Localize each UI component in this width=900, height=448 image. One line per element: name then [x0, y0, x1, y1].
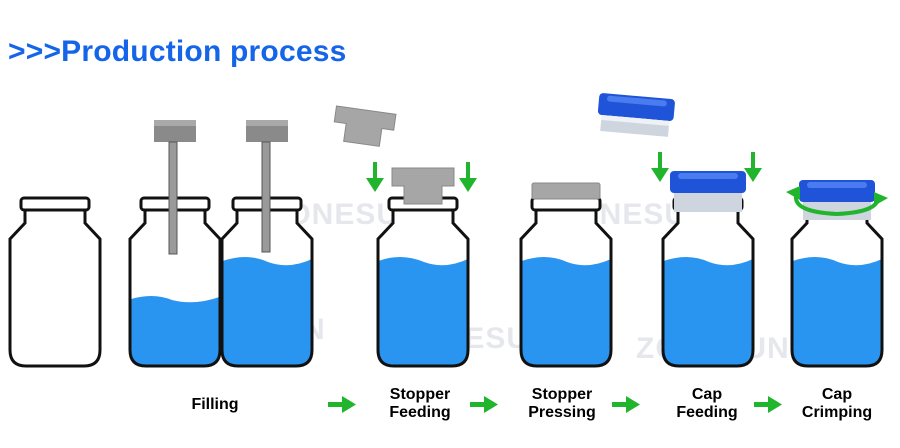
arrow-down-icon	[366, 162, 384, 192]
stopper-floating	[333, 105, 397, 147]
page-title: >>>Production process	[8, 35, 347, 68]
cap-crimping-vial	[790, 180, 884, 368]
filling-nozzle	[246, 120, 288, 253]
arrow-down-icon	[744, 152, 762, 182]
stopper-feeding-vial	[376, 167, 470, 368]
cap-floating	[597, 93, 675, 137]
filling-nozzle	[154, 120, 196, 255]
arrow-right-icon	[754, 396, 782, 413]
step-label-filling: Filling	[191, 396, 239, 413]
arrow-down-icon	[651, 152, 669, 182]
step-label-cap-crimping: Cap Crimping	[801, 386, 873, 421]
filling-vial-high	[220, 196, 314, 368]
arrow-right-icon	[612, 396, 640, 413]
step-label-cap-feeding: Cap Feeding	[676, 386, 738, 421]
rotate-arrow-icon	[786, 186, 888, 217]
stopper-pressing-vial	[519, 182, 613, 368]
step-label-stopper-pressing: Stopper Pressing	[528, 386, 596, 421]
arrow-down-icon	[459, 162, 477, 192]
arrow-right-icon	[470, 396, 498, 413]
arrow-right-icon	[328, 396, 356, 413]
filling-vial-low	[128, 196, 222, 368]
cap-feeding-vial	[661, 171, 755, 368]
step-label-stopper-feeding: Stopper Feeding	[389, 386, 451, 421]
empty-vial	[8, 196, 102, 368]
